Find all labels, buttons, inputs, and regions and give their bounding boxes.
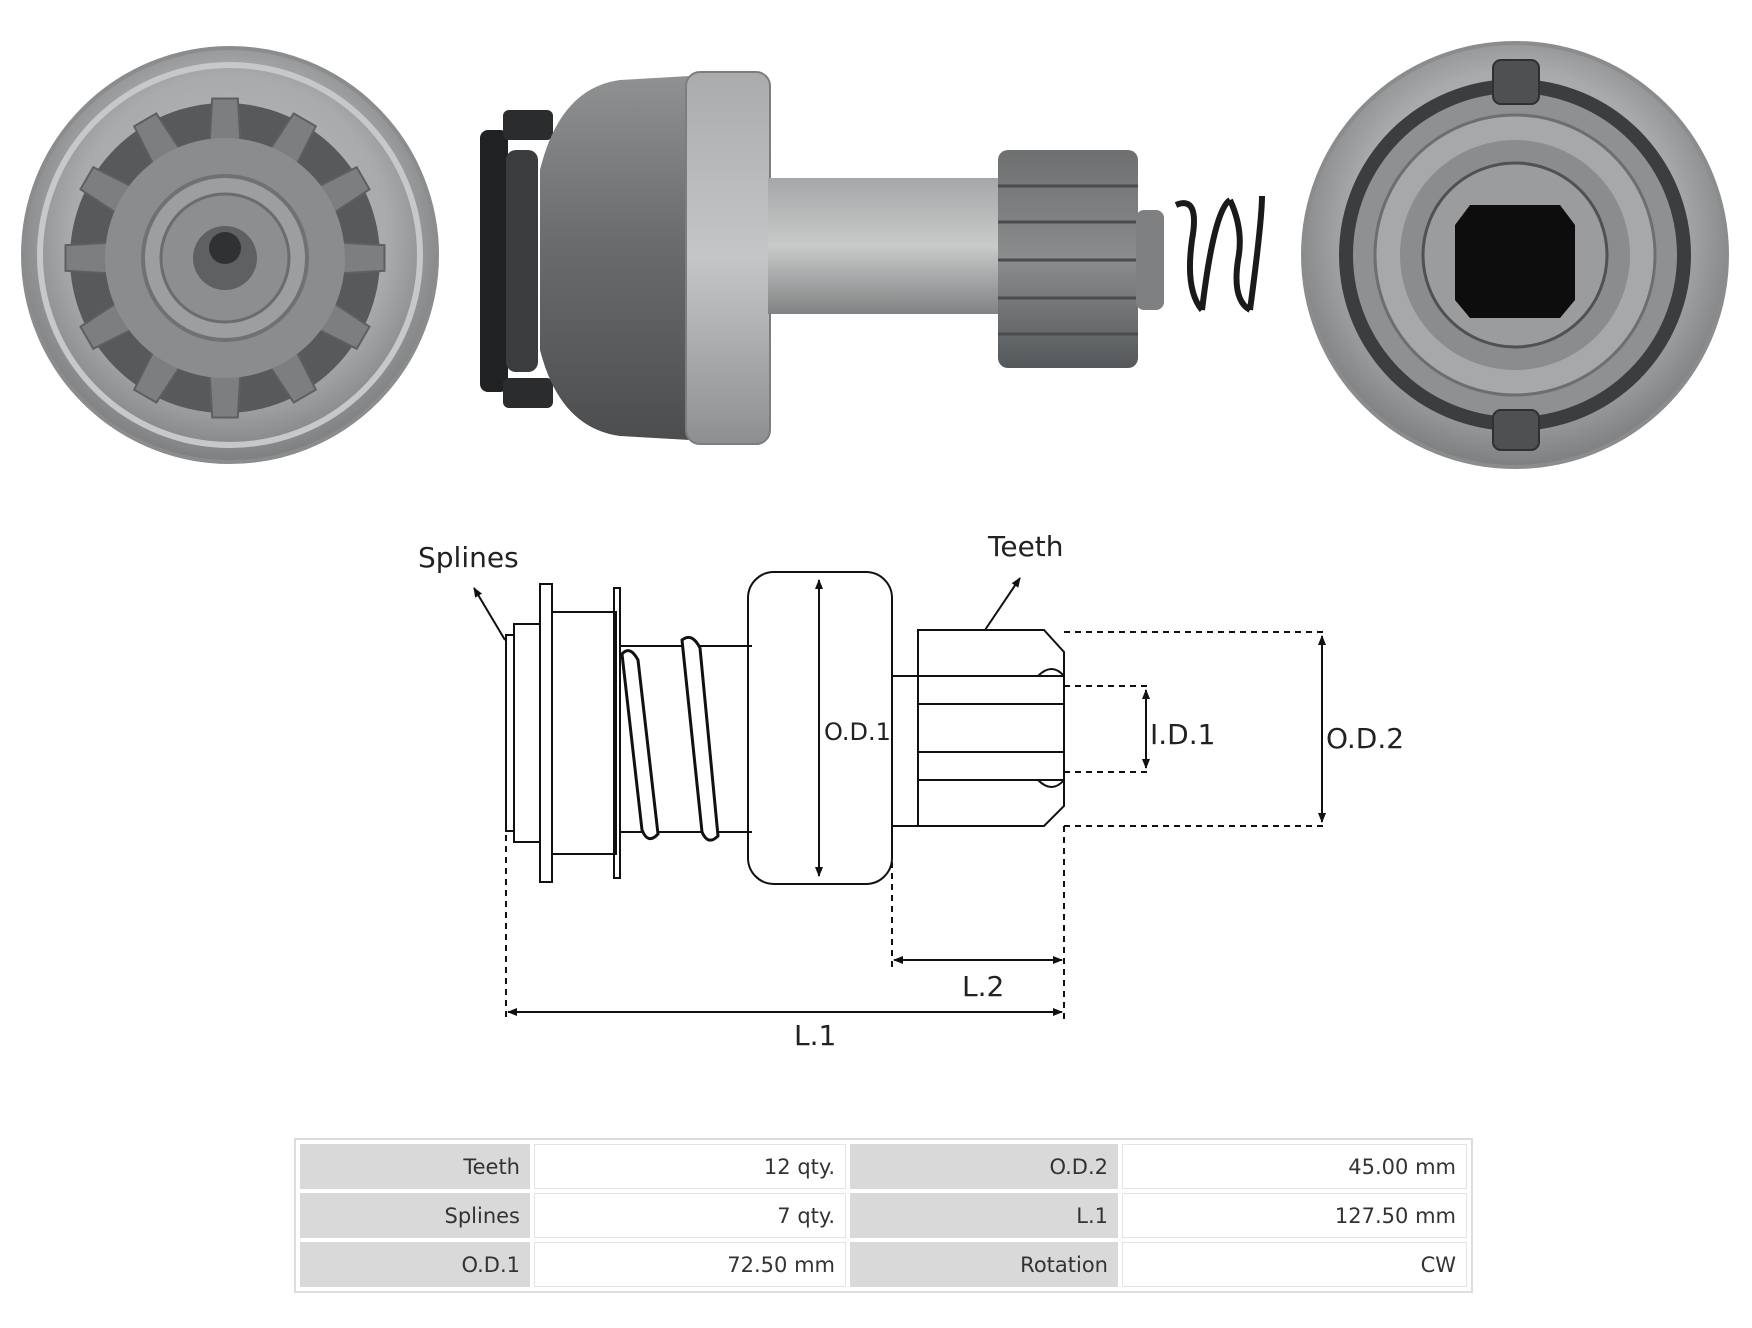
od2-label: O.D.2	[1326, 722, 1404, 755]
spec-key: Teeth	[300, 1144, 530, 1189]
spec-key: L.1	[850, 1193, 1118, 1238]
l1-label: L.1	[794, 1019, 836, 1052]
pinion-tooth	[341, 241, 386, 275]
spec-key: O.D.2	[850, 1144, 1118, 1189]
dimension-lines	[473, 577, 1326, 1020]
l2-label: L.2	[962, 970, 1004, 1003]
photo-front-view	[21, 46, 439, 464]
spec-value: 12 qty.	[534, 1144, 846, 1189]
spec-key: Splines	[300, 1193, 530, 1238]
spec-value: CW	[1122, 1242, 1467, 1287]
teeth-label: Teeth	[987, 530, 1064, 563]
photo-rear-view	[1301, 41, 1729, 469]
photo-side-view	[480, 71, 1265, 445]
spec-value: 72.50 mm	[534, 1242, 846, 1287]
spec-value: 127.50 mm	[1122, 1193, 1467, 1238]
pinion-tooth	[64, 241, 109, 275]
splines-label: Splines	[418, 541, 519, 574]
spec-value: 45.00 mm	[1122, 1144, 1467, 1189]
spec-key: O.D.1	[300, 1242, 530, 1287]
od1-label: O.D.1	[824, 718, 891, 746]
spec-key: Rotation	[850, 1242, 1118, 1287]
pinion-tooth	[208, 374, 242, 419]
id1-label: I.D.1	[1150, 718, 1215, 751]
spec-value: 7 qty.	[534, 1193, 846, 1238]
pinion-tooth	[208, 97, 242, 142]
schematic-drawing	[505, 571, 1065, 885]
